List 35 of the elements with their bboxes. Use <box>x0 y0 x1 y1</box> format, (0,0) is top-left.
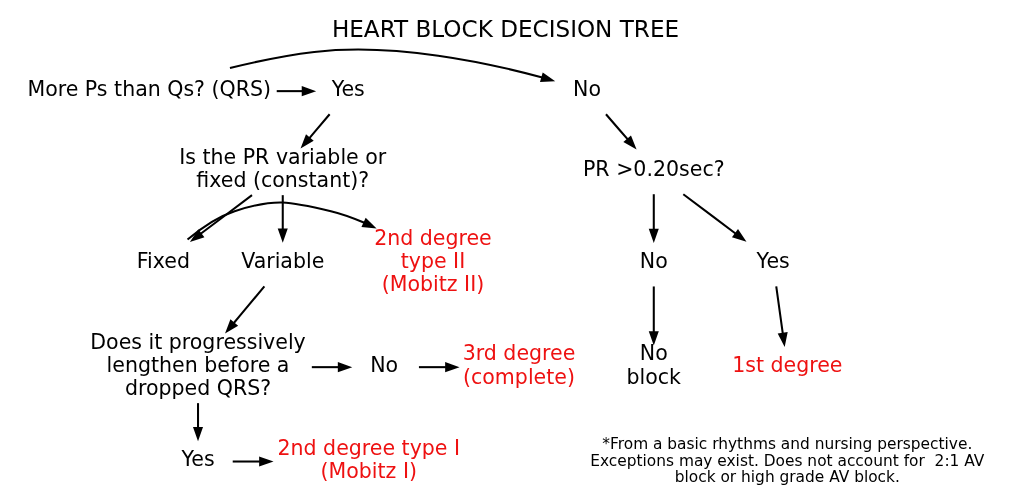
arrow <box>186 201 377 241</box>
node-text: Is the PR variable or fixed (constant)? <box>178 145 386 193</box>
arrow <box>192 403 203 442</box>
node-text: PR >0.20sec? <box>582 156 725 181</box>
arrow <box>277 195 288 243</box>
arrow <box>232 456 274 467</box>
node-text: 3rd degree (complete) <box>462 341 575 389</box>
node-text: 1st degree <box>731 353 842 378</box>
node-text: Fixed <box>136 249 190 274</box>
node-text: Yes <box>180 447 215 472</box>
node-text: No <box>572 77 601 102</box>
arrow <box>229 48 555 83</box>
node-text: No block <box>626 341 681 389</box>
diagram-title: HEART BLOCK DECISION TREE <box>331 15 679 42</box>
arrow <box>648 286 659 346</box>
arrow <box>311 362 352 373</box>
node-text: Does it progressively lengthen before a dropped QRS? <box>89 329 306 401</box>
node-text: Yes <box>756 249 790 274</box>
arrow <box>648 194 659 244</box>
arrow <box>418 362 460 373</box>
arrow <box>604 113 637 150</box>
node-text: No <box>369 353 398 378</box>
arrow <box>224 285 265 334</box>
node-text: Yes <box>331 77 365 102</box>
arrow <box>682 193 746 242</box>
arrow <box>774 286 788 347</box>
arrow <box>300 113 330 149</box>
label: *From a basic rhythms and nursing perspective. Exceptions may exist. Does not account for 2:1 AV block or high grade AV block. <box>589 434 984 487</box>
arrow <box>189 194 253 242</box>
node-text: 2nd degree type II (Mobitz II) <box>373 225 492 297</box>
node-text: 2nd degree type I (Mobitz I) <box>276 435 460 483</box>
arrow <box>276 86 316 97</box>
node-text: No <box>639 249 668 274</box>
node-text: More Ps than Qs? (QRS) <box>26 77 271 102</box>
node-text: Variable <box>240 249 324 274</box>
